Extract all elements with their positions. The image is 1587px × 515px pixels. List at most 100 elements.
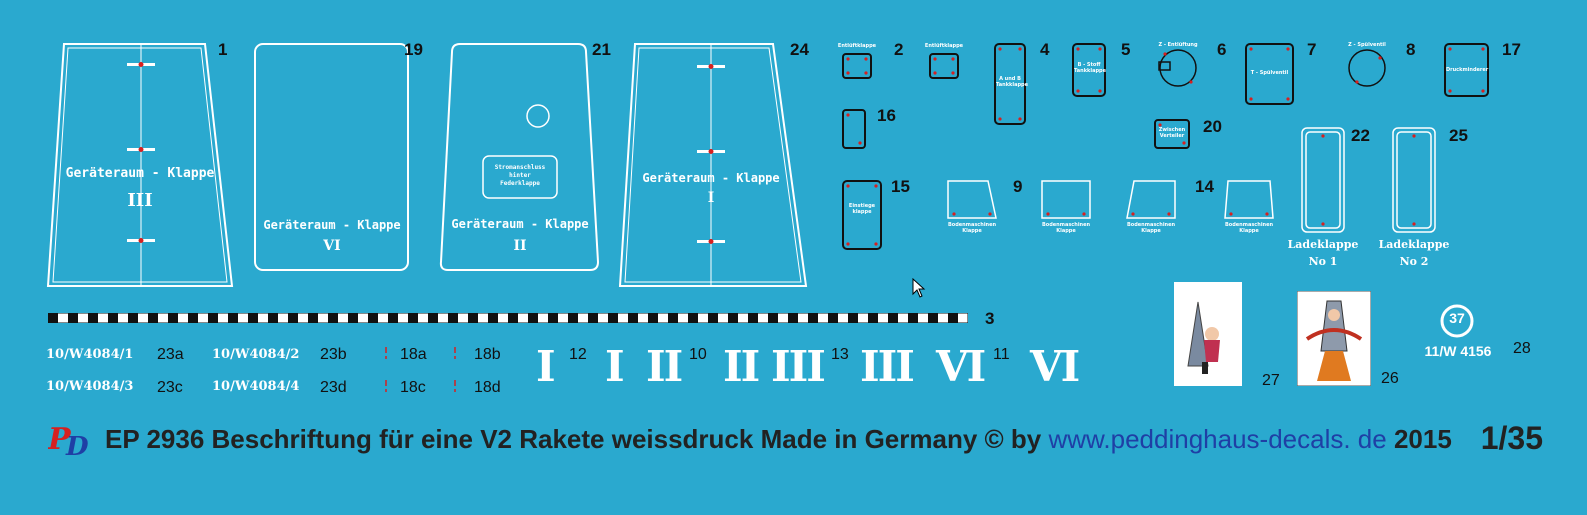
checker-square	[308, 313, 318, 323]
panel-label: Geräteraum - Klappe	[642, 171, 780, 185]
decal-number: 15	[891, 177, 910, 196]
decal-number: 22	[1351, 126, 1370, 145]
scale-label: 1/35	[1480, 420, 1543, 456]
hatch-label: B - Stoff Tankklappe	[1074, 62, 1106, 74]
checker-square	[628, 313, 638, 323]
checker-square	[388, 313, 398, 323]
checker-square	[568, 313, 578, 323]
decal-number: 17	[1502, 40, 1521, 59]
svg-text:D: D	[65, 432, 89, 457]
part-code: 10/W4084/3	[46, 379, 134, 394]
roman-decal: VI	[1030, 342, 1080, 391]
checker-square	[468, 313, 478, 323]
checker-square	[168, 313, 178, 323]
checker-square	[588, 313, 598, 323]
checker-square	[528, 313, 538, 323]
hatch-label: Z - Spülventil	[1348, 42, 1386, 48]
checker-square	[788, 313, 798, 323]
lade-label: No 2	[1399, 255, 1429, 268]
checker-square	[428, 313, 438, 323]
checker-square	[708, 313, 718, 323]
hatch-label: Einstiege klappe	[848, 203, 876, 215]
panel-number: 24	[790, 40, 809, 59]
checker-square	[868, 313, 878, 323]
checker-square	[408, 313, 418, 323]
checker-square	[928, 313, 938, 323]
panel-label: Geräteraum - Klappe	[263, 218, 401, 232]
checker-square	[668, 313, 678, 323]
checker-square	[188, 313, 198, 323]
roman-decal: III	[771, 342, 826, 391]
badge-number: 37	[1449, 310, 1465, 326]
checker-square	[948, 313, 958, 323]
decal-number: 7	[1307, 40, 1317, 59]
panel-number: 19	[404, 40, 423, 59]
pd-logo: P D	[48, 422, 89, 457]
decal-number: 18a	[400, 346, 427, 363]
panel-roman: II	[513, 238, 527, 254]
moon-witch-nose-art	[1174, 282, 1242, 386]
decal-number: 18c	[400, 379, 426, 396]
hatch-label: Entlüftklappe	[924, 43, 964, 49]
checker-square	[648, 313, 658, 323]
checker-square	[888, 313, 898, 323]
checker-square	[128, 313, 138, 323]
panel-number: 21	[592, 40, 611, 59]
panel-label: Geräteraum - Klappe	[65, 166, 215, 181]
hatch-label: T - Spülventil	[1250, 70, 1289, 76]
part-code: 10/W4084/1	[46, 347, 134, 362]
decal-number: 2	[894, 40, 904, 59]
decal-number: 10	[689, 346, 707, 363]
panel-roman: III	[127, 190, 153, 211]
part-code: 10/W4084/4	[212, 379, 300, 394]
footer-url[interactable]: www.peddinghaus-decals. de	[1048, 424, 1387, 454]
panel-number: 1	[218, 40, 228, 59]
decal-number: 8	[1406, 40, 1416, 59]
roman-decal: III	[860, 342, 915, 391]
checker-square	[288, 313, 298, 323]
decal-number: 5	[1121, 40, 1131, 59]
decal-number: 23c	[157, 379, 183, 396]
lade-label: Ladeklappe	[1287, 238, 1359, 251]
checker-square	[328, 313, 338, 323]
checker-square	[848, 313, 858, 323]
decal-number: 11	[993, 346, 1010, 363]
decal-number: 4	[1040, 40, 1050, 59]
checker-square	[448, 313, 458, 323]
checker-square	[108, 313, 118, 323]
hatch-label: Bodenmaschinen Klappe	[947, 222, 997, 234]
hatch-label: A und B Tankklappe	[996, 76, 1028, 88]
roman-decal: II	[723, 342, 760, 391]
decal-number: 18d	[474, 379, 501, 396]
decal-number: 23b	[320, 346, 347, 363]
checker-square	[688, 313, 698, 323]
roman-decal: II	[646, 342, 683, 391]
decal-number: 27	[1262, 372, 1280, 389]
hatch-label: Bodenmaschinen Klappe	[1041, 222, 1091, 234]
rocket-girl-nose-art	[1297, 291, 1371, 386]
decal-number: 12	[569, 346, 587, 363]
checker-square	[828, 313, 838, 323]
decal-number: 25	[1449, 126, 1468, 145]
big-panels-art	[46, 43, 808, 287]
checker-square	[48, 313, 58, 323]
circle-badge	[1440, 304, 1474, 338]
hatch-label: Z - Entlüftung	[1158, 42, 1198, 48]
decal-number: 13	[831, 346, 849, 363]
badge-code: 11/W 4156	[1424, 343, 1492, 359]
checker-square	[228, 313, 238, 323]
checker-square	[248, 313, 258, 323]
footer-text: EP 2936 Beschriftung für eine V2 Rakete …	[105, 424, 1452, 455]
checker-square	[148, 313, 158, 323]
checker-square	[808, 313, 818, 323]
small-hatches-art	[842, 43, 1489, 250]
part-code: 10/W4084/2	[212, 347, 300, 362]
decal-number: 28	[1513, 340, 1531, 357]
panel-roman: I	[707, 190, 715, 206]
hatch-label: Zwischen Verteiler	[1158, 127, 1186, 139]
mouse-cursor-icon	[912, 278, 926, 298]
checker-square	[728, 313, 738, 323]
hatch-label: Bodenmaschinen Klappe	[1224, 222, 1274, 234]
checker-square	[268, 313, 278, 323]
